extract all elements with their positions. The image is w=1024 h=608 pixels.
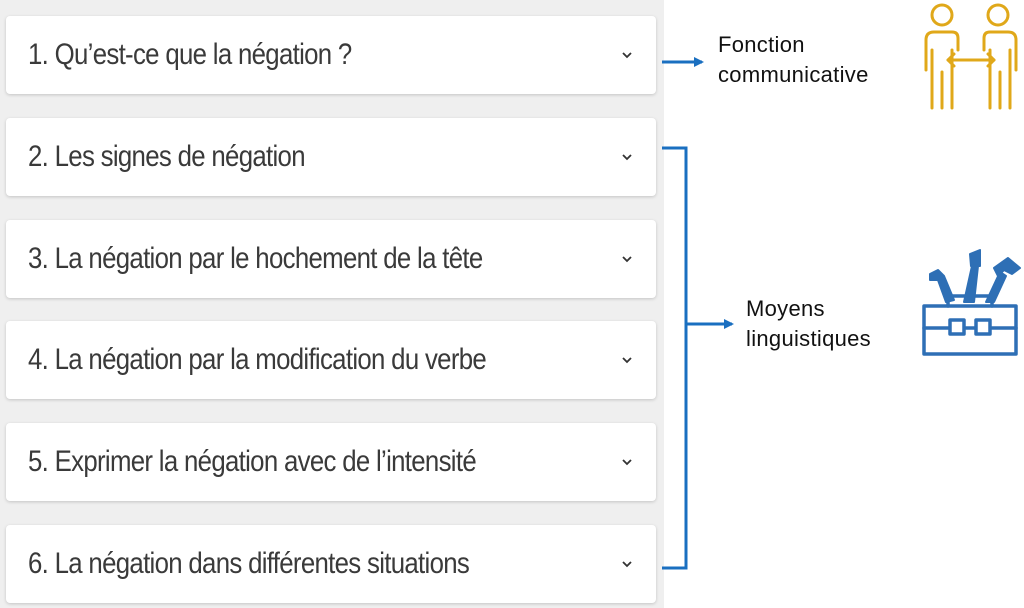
accordion-item-label: 1. Qu’est-ce que la négation ? xyxy=(28,38,352,71)
accordion-item-6[interactable]: 6. La négation dans différentes situatio… xyxy=(6,525,656,603)
moyens-label: Moyens linguistiques xyxy=(746,294,871,354)
chevron-down-icon[interactable] xyxy=(620,355,634,365)
chevron-down-icon[interactable] xyxy=(620,152,634,162)
moyens-label-line1: Moyens xyxy=(746,296,825,321)
accordion-item-5[interactable]: 5. Exprimer la négation avec de l’intens… xyxy=(6,423,656,501)
chevron-down-icon[interactable] xyxy=(620,254,634,264)
toolbox-icon xyxy=(922,249,1021,356)
moyens-label-line2: linguistiques xyxy=(746,326,871,351)
accordion-item-label: 2. Les signes de négation xyxy=(28,140,306,173)
accordion-panel: 1. Qu’est-ce que la négation ? 2. Les si… xyxy=(0,0,664,608)
accordion-item-3[interactable]: 3. La négation par le hochement de la tê… xyxy=(6,220,656,298)
chevron-down-icon[interactable] xyxy=(620,457,634,467)
accordion-item-2[interactable]: 2. Les signes de négation xyxy=(6,118,656,196)
fonction-label-line1: Fonction xyxy=(718,32,805,57)
bracket-moyens xyxy=(662,146,688,570)
fonction-label: Fonction communicative xyxy=(718,30,869,90)
accordion-item-label: 5. Exprimer la négation avec de l’intens… xyxy=(28,445,477,478)
people-exchange-icon xyxy=(924,3,1018,110)
chevron-down-icon[interactable] xyxy=(620,50,634,60)
accordion-item-1[interactable]: 1. Qu’est-ce que la négation ? xyxy=(6,16,656,94)
accordion-item-4[interactable]: 4. La négation par la modification du ve… xyxy=(6,321,656,399)
accordion-item-label: 3. La négation par le hochement de la tê… xyxy=(28,242,483,275)
accordion-item-label: 4. La négation par la modification du ve… xyxy=(28,343,487,376)
fonction-label-line2: communicative xyxy=(718,62,869,87)
accordion-item-label: 6. La négation dans différentes situatio… xyxy=(28,547,470,580)
chevron-down-icon[interactable] xyxy=(620,559,634,569)
